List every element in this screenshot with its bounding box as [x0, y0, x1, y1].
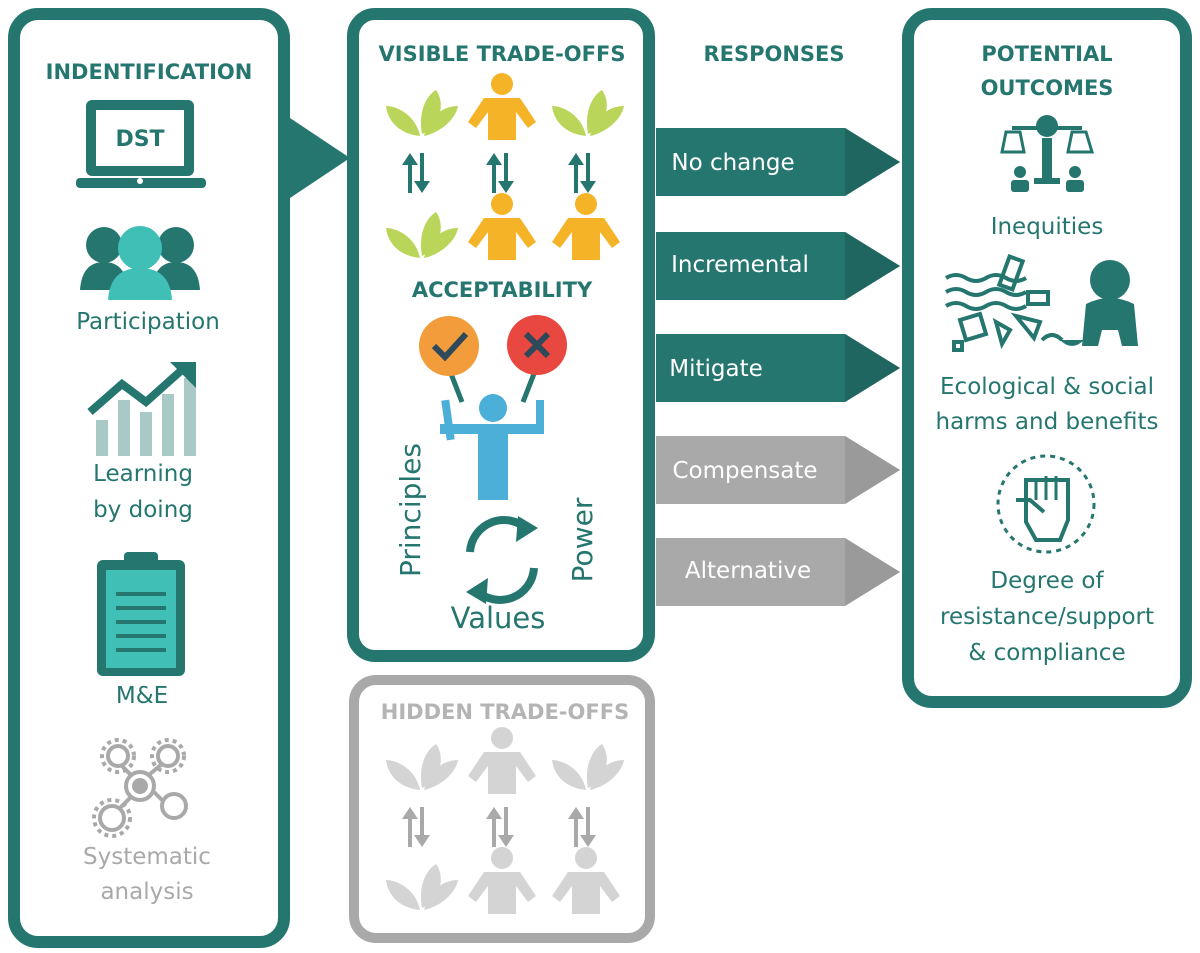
response-alternative: Alternative: [656, 538, 900, 606]
participation-icon: [80, 226, 200, 300]
identification-title: INDENTIFICATION: [46, 60, 253, 84]
clipboard-icon: [97, 552, 185, 676]
hidden-tradeoffs-title: HIDDEN TRADE-OFFS: [381, 700, 629, 724]
growth-chart-icon: [87, 362, 196, 456]
systematic-label-line2: analysis: [100, 879, 193, 905]
dst-label: DST: [115, 127, 164, 152]
resistance-label-line2: resistance/support: [940, 604, 1154, 630]
responses-column: RESPONSES No change Incremental Mitigate…: [656, 42, 900, 606]
response-no-change: No change: [656, 128, 900, 196]
outcomes-panel: POTENTIAL OUTCOMES Inequities: [902, 8, 1192, 708]
response-compensate: Compensate: [656, 436, 900, 504]
systematic-label-line1: Systematic: [83, 844, 211, 870]
inequities-label: Inequities: [991, 214, 1104, 240]
laptop-icon: [76, 100, 206, 188]
visible-tradeoffs-panel: VISIBLE TRADE-OFFS ACCEPTABILITY: [347, 8, 655, 662]
responses-title: RESPONSES: [703, 42, 844, 66]
connector-arrow: [290, 118, 350, 198]
scale-icon: [1000, 115, 1095, 192]
hidden-tradeoffs-panel: HIDDEN TRADE-OFFS: [349, 675, 655, 943]
response-label: Alternative: [685, 558, 811, 584]
power-label: Power: [566, 497, 599, 582]
me-label: M&E: [116, 683, 168, 709]
participation-label: Participation: [76, 309, 220, 335]
cycle-arrowhead: [466, 578, 488, 604]
identification-panel: INDENTIFICATION DST Participation Le: [8, 8, 290, 948]
response-mitigate: Mitigate: [656, 334, 900, 402]
check-sign-icon: [419, 316, 479, 403]
response-label: No change: [671, 150, 794, 176]
pollution-icon: [944, 253, 1064, 352]
resistance-label-line1: Degree of: [990, 568, 1104, 594]
resistance-label-line3: & compliance: [968, 640, 1125, 666]
network-icon: [92, 738, 188, 838]
visible-tradeoffs-title: VISIBLE TRADE-OFFS: [379, 42, 626, 66]
harms-label-line2: harms and benefits: [936, 409, 1159, 435]
cross-sign-icon: [507, 315, 567, 403]
response-incremental: Incremental: [656, 232, 900, 300]
response-label: Mitigate: [669, 356, 763, 382]
principles-label: Principles: [394, 443, 427, 577]
distressed-person-icon: [1060, 260, 1138, 346]
figure-icon: [440, 394, 544, 500]
fist-icon: [996, 454, 1096, 554]
learning-label-line1: Learning: [93, 461, 193, 487]
outcomes-title-line2: OUTCOMES: [981, 76, 1114, 100]
outcomes-title-line1: POTENTIAL: [981, 42, 1112, 66]
learning-label-line2: by doing: [93, 497, 193, 523]
cycle-arrowhead: [516, 516, 538, 542]
harms-label-line1: Ecological & social: [940, 374, 1154, 400]
acceptability-title: ACCEPTABILITY: [412, 278, 593, 302]
response-label: Compensate: [672, 458, 817, 484]
values-label: Values: [451, 601, 546, 635]
response-label: Incremental: [671, 252, 809, 278]
